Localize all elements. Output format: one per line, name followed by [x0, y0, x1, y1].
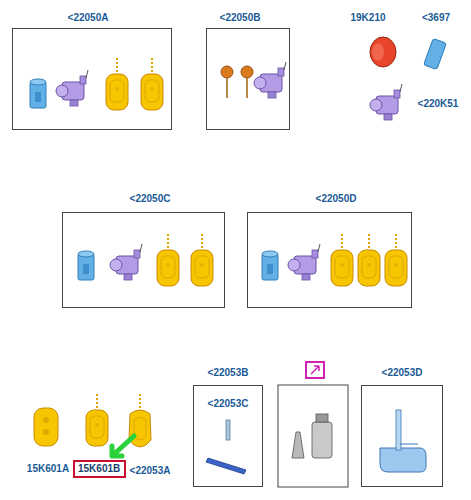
key-blade [380, 410, 426, 472]
drawing-shape [254, 62, 286, 98]
tool-box [278, 362, 348, 487]
drawing-shape [206, 458, 246, 474]
drawing-shape [241, 66, 253, 98]
part-number: <22050B [220, 12, 261, 24]
drawing-shape [30, 79, 46, 108]
drawing-shape [43, 417, 49, 423]
drawing-shape [331, 234, 353, 286]
drawing-shape [372, 43, 384, 61]
drawing-shape [278, 385, 348, 487]
kit-box: <22050D [247, 193, 412, 308]
drawing-shape [226, 420, 230, 440]
part-number: 15K601A [27, 463, 69, 475]
drawing-shape [56, 70, 88, 106]
part-number: <22050C [130, 193, 171, 205]
box-outline [12, 28, 172, 130]
part-number: <3697 [422, 12, 450, 24]
box-outline [206, 28, 290, 130]
part-number: 19K210 [350, 12, 385, 24]
drawing-shape [191, 234, 213, 286]
kit-a-parts [30, 58, 163, 110]
drawing-shape [34, 408, 58, 446]
drawing-shape [380, 448, 426, 472]
highlighted-part-box: 15K601B [73, 460, 126, 478]
drawing-shape [312, 422, 332, 458]
drawing-shape [292, 432, 304, 458]
part-number: <22050A [68, 12, 109, 24]
part-number: 15K601B [78, 463, 120, 475]
sub-part-number: <22053C [208, 398, 249, 410]
drawing-shape [262, 251, 278, 280]
drawing-shape [316, 414, 328, 422]
drawing-shape [221, 66, 233, 98]
part-number: <22053D [382, 367, 423, 379]
part-number: <22053B [208, 367, 249, 379]
box-outline [247, 212, 412, 308]
kit-b-parts [221, 62, 286, 98]
blade-parts [206, 420, 246, 474]
drawing-shape [112, 436, 134, 456]
drawing-shape [288, 244, 320, 280]
drawing-shape [370, 84, 402, 120]
box-outline [62, 212, 225, 308]
drawing-shape [358, 234, 380, 286]
box-outline [361, 385, 443, 487]
kit-box: <22050C [62, 193, 225, 308]
drawing-shape [370, 37, 396, 67]
drawing-shape [141, 58, 163, 110]
part-number: <22050D [316, 193, 357, 205]
drawing-shape [385, 234, 407, 286]
kit-box: <22053D [361, 367, 443, 487]
drawing-shape [311, 366, 319, 374]
drawing-shape [400, 444, 418, 445]
drawing-shape [43, 429, 49, 435]
drawing-shape [306, 362, 324, 378]
part-number: <22053A [130, 465, 171, 477]
part-number: <220K51 [418, 98, 459, 110]
drawing-shape [106, 58, 128, 110]
drawing-shape [86, 394, 108, 446]
remote-fobs [34, 394, 151, 456]
kit-box: <22050B [206, 12, 290, 130]
drawing-shape [78, 251, 94, 280]
drawing-shape [110, 244, 142, 280]
kit-box: <22050A [12, 12, 172, 130]
kit-box: <22053B <22053C [193, 367, 263, 487]
drawing-shape [157, 234, 179, 286]
kit-c-parts [78, 234, 213, 286]
drawing-shape [424, 38, 447, 69]
kit-d-parts [262, 234, 407, 286]
